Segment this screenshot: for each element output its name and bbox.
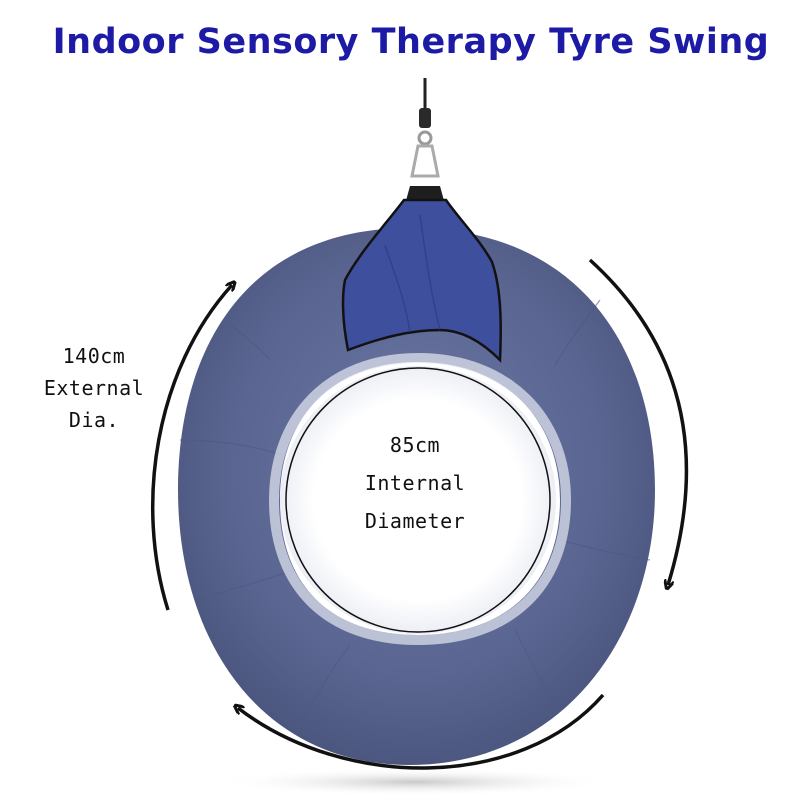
- inner-hole: [280, 366, 556, 634]
- bottom-arc-arrow: [238, 693, 605, 770]
- internal-suffix: Diameter: [364, 509, 466, 533]
- internal-diameter-label: 85cm Internal Diameter: [340, 426, 490, 540]
- floor-shadow: [215, 768, 615, 796]
- external-suffix: Dia.: [68, 408, 120, 432]
- external-diameter-label: 140cm External Dia.: [24, 340, 164, 436]
- hanging-rope: [404, 78, 446, 208]
- internal-text: Internal: [364, 471, 466, 495]
- tyre-ring: [178, 228, 655, 765]
- internal-value: 85cm: [389, 433, 441, 457]
- external-text: External: [43, 376, 145, 400]
- external-value: 140cm: [62, 344, 126, 368]
- page-title: Indoor Sensory Therapy Tyre Swing: [52, 22, 770, 62]
- internal-diameter-circle: [285, 367, 551, 633]
- right-arc-arrow: [588, 258, 689, 585]
- left-arc-arrow: [150, 285, 232, 611]
